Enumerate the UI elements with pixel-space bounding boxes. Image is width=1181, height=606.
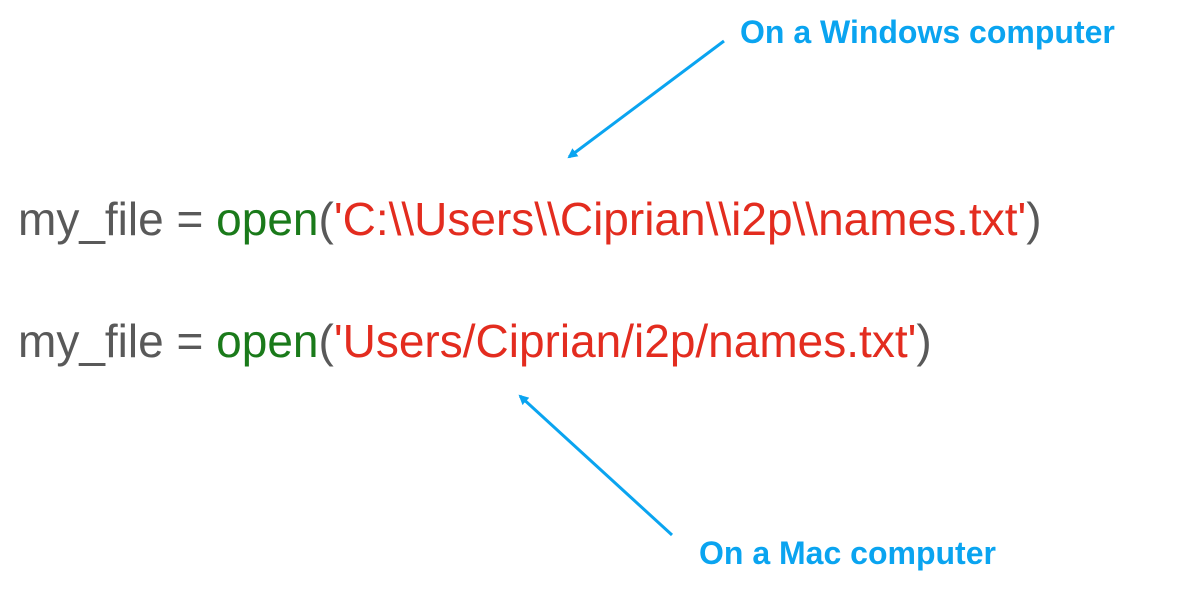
function-token: open [216, 193, 319, 245]
windows-arrow [567, 39, 725, 159]
function-token: open [216, 315, 319, 367]
open-paren: ( [318, 193, 334, 245]
path-string: 'Users/Ciprian/i2p/names.txt' [333, 315, 917, 367]
windows-code-line: my_file = open('C:\\Users\\Ciprian\\i2p\… [18, 196, 1042, 242]
mac-arrow [518, 394, 674, 537]
close-paren: ) [1026, 193, 1042, 245]
assign-operator: = [163, 315, 217, 367]
mac-annotation-label: On a Mac computer [699, 535, 996, 571]
variable-token: my_file [18, 315, 164, 367]
open-paren: ( [318, 315, 334, 367]
assign-operator: = [163, 193, 217, 245]
mac-code-line: my_file = open('Users/Ciprian/i2p/names.… [18, 318, 932, 364]
windows-annotation-label: On a Windows computer [740, 14, 1115, 50]
path-string: 'C:\\Users\\Ciprian\\i2p\\names.txt' [333, 193, 1027, 245]
close-paren: ) [916, 315, 932, 367]
variable-token: my_file [18, 193, 164, 245]
